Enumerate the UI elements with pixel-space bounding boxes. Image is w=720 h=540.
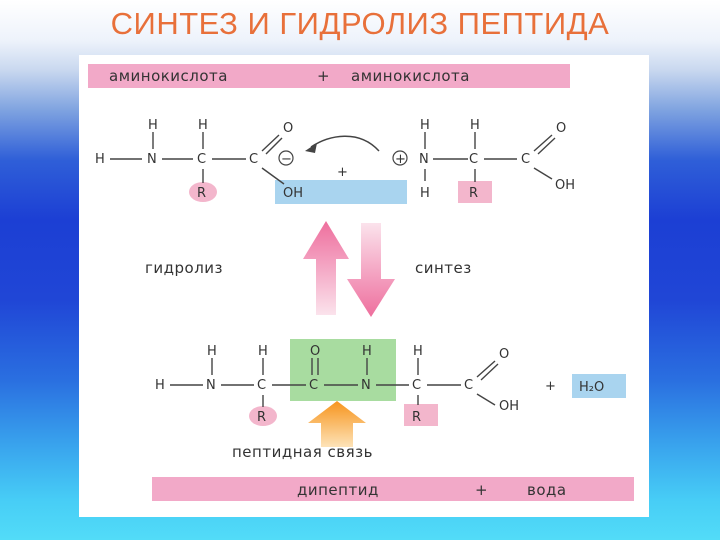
minus-charge-circle: [278, 150, 294, 166]
right-amino-acid-atoms: N C C H H O H R OH: [419, 118, 575, 201]
atom-h: H: [420, 118, 430, 133]
atom-h: H: [362, 344, 372, 359]
plus-charge-circle: [392, 150, 408, 166]
atom-h: H: [420, 186, 430, 201]
atom-h: H: [207, 344, 217, 359]
atom-r: R: [257, 410, 266, 425]
top-bar-plus: +: [317, 67, 330, 85]
atom-c: C: [309, 378, 318, 393]
atom-h: H: [258, 344, 268, 359]
atom-oh: OH: [283, 186, 303, 201]
atom-h: H: [148, 118, 158, 133]
synthesis-arrow: [347, 223, 395, 317]
atom-o: O: [283, 121, 293, 136]
atom-o: O: [499, 347, 509, 362]
right-amino-acid-bonds: [424, 132, 556, 182]
atom-n: N: [206, 378, 216, 393]
atom-r: R: [412, 410, 421, 425]
minus-charge: −: [281, 152, 292, 167]
atom-oh: OH: [499, 399, 519, 414]
atom-h: H: [155, 378, 165, 393]
atom-c: C: [197, 152, 206, 167]
left-amino-acid-atoms: H N C C H H O R OH: [95, 118, 303, 201]
synthesis-label: синтез: [415, 259, 472, 277]
middle-plus: +: [337, 165, 348, 180]
atom-h: H: [198, 118, 208, 133]
atom-c: C: [412, 378, 421, 393]
atom-o: O: [310, 344, 320, 359]
atom-o: O: [556, 121, 566, 136]
atom-c: C: [469, 152, 478, 167]
slide-title: СИНТЕЗ И ГИДРОЛИЗ ПЕПТИДА: [110, 6, 610, 41]
plus-charge: +: [395, 152, 406, 167]
r-group-right-highlight: [458, 181, 492, 203]
atom-h: H: [413, 344, 423, 359]
water-highlight: [572, 374, 626, 398]
atom-c: C: [521, 152, 530, 167]
dipeptide-atoms: H N C C N C C H H O H H O R R OH + H₂O: [155, 344, 604, 425]
reaction-diagram: аминокислота + аминокислота H N C C H H …: [88, 64, 634, 501]
bottom-bar: [152, 477, 634, 501]
dipeptide-bonds: [170, 358, 499, 407]
bottom-bar-plus: +: [475, 481, 488, 499]
atom-oh: OH: [555, 178, 575, 193]
top-bar-left-label: аминокислота: [109, 67, 228, 85]
water-formula: H₂O: [579, 380, 604, 395]
water-plus: +: [545, 379, 556, 394]
atom-h: H: [95, 152, 105, 167]
r-group-dipeptide-left: [249, 406, 277, 426]
atom-r: R: [469, 186, 478, 201]
atom-n: N: [147, 152, 157, 167]
bottom-bar-right-label: вода: [527, 481, 567, 499]
atom-c: C: [249, 152, 258, 167]
left-amino-acid-bonds: [110, 132, 285, 185]
peptide-bond-arrow: [308, 401, 366, 447]
r-group-left-highlight: [189, 182, 217, 202]
top-bar: [88, 64, 570, 88]
hydrolysis-label: гидролиз: [145, 259, 223, 277]
nucleophile-arrow-head: [305, 143, 317, 153]
nucleophile-arrow: [310, 135, 380, 152]
peptide-bond-highlight: [290, 339, 396, 401]
atom-c: C: [464, 378, 473, 393]
atom-c: C: [257, 378, 266, 393]
bottom-bar-left-label: дипептид: [297, 481, 379, 499]
r-group-dipeptide-right: [404, 404, 438, 426]
top-bar-right-label: аминокислота: [351, 67, 470, 85]
atom-n: N: [361, 378, 371, 393]
hydrolysis-arrow: [303, 221, 349, 315]
atom-r: R: [197, 186, 206, 201]
atom-h: H: [470, 118, 480, 133]
diagram-panel: аминокислота + аминокислота H N C C H H …: [79, 55, 649, 517]
atom-n: N: [419, 152, 429, 167]
peptide-bond-label: пептидная связь: [232, 443, 373, 461]
leaving-group-highlight: [275, 180, 407, 204]
